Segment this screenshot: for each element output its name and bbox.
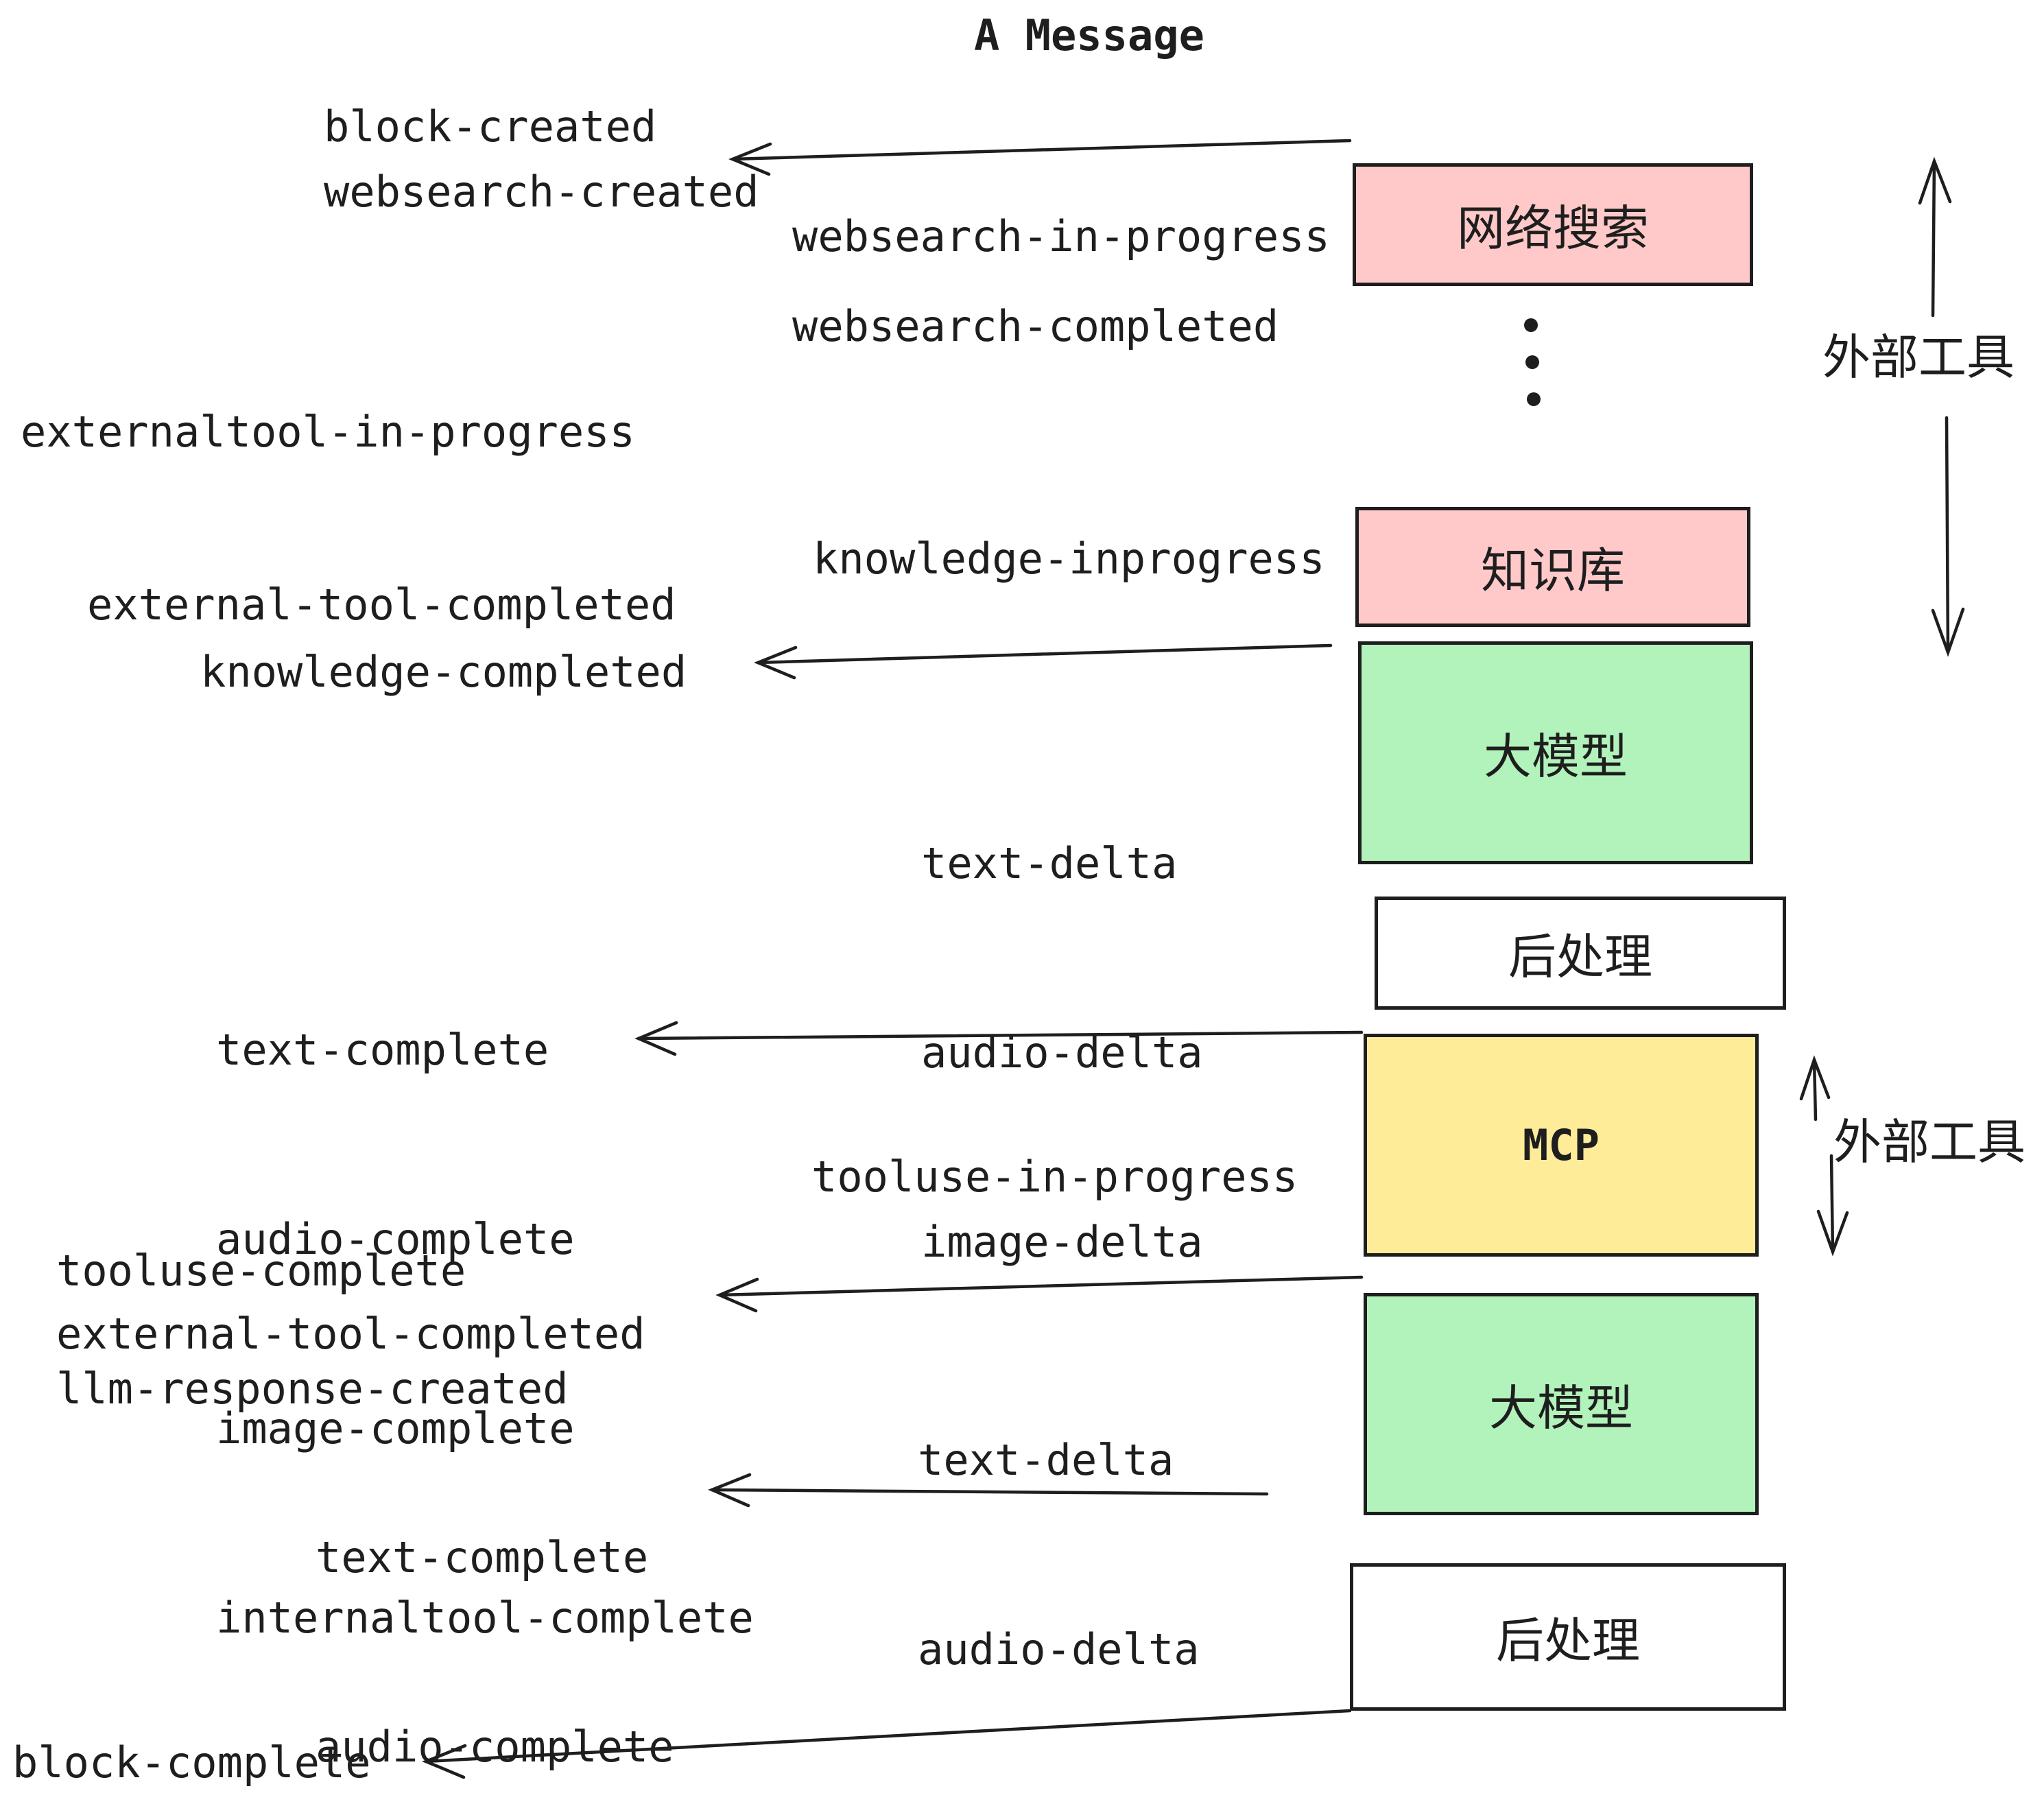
event-internaltool-complete: internaltool-complete — [216, 1593, 754, 1643]
event-externaltool-in-progress: externaltool-in-progress — [21, 407, 635, 457]
box-knowledge-base: 知识库 — [1355, 507, 1750, 627]
event-text-delta: text-delta — [918, 1435, 1174, 1485]
event-group-complete-2: text-complete audio-complete image-compl… — [316, 1400, 853, 1804]
event-websearch-completed: websearch-completed — [792, 301, 1279, 351]
event-websearch-created: websearch-created — [324, 167, 759, 217]
box-label: 后处理 — [1496, 1613, 1640, 1669]
event-audio-delta: audio-delta — [918, 1624, 1200, 1674]
event-group-delta-1: text-delta audio-delta image-delta — [921, 706, 1203, 1400]
double-arrow-external-tools-1 — [1918, 156, 1965, 657]
label-external-tools-2: 外部工具 — [1833, 1114, 2025, 1170]
event-audio-delta: audio-delta — [921, 1028, 1203, 1078]
box-label: 网络搜索 — [1457, 200, 1649, 257]
box-web-search: 网络搜索 — [1353, 163, 1753, 286]
event-llm-response-created: llm-response-created — [56, 1364, 569, 1414]
box-post-process-2: 后处理 — [1350, 1563, 1786, 1711]
box-post-process-1: 后处理 — [1375, 897, 1786, 1010]
event-group-delta-2: text-delta audio-delta image-delta — [918, 1303, 1200, 1804]
arrow-to-audio-complete — [708, 1473, 1269, 1508]
arrow-to-block-created — [728, 139, 1352, 176]
arrow-to-image-complete — [634, 1021, 1364, 1056]
ellipsis-dots — [1524, 318, 1541, 406]
event-group-complete-1: text-complete audio-complete image-compl… — [216, 892, 754, 1776]
arrow-to-tooluse-complete — [715, 1275, 1364, 1313]
event-image-delta: image-delta — [921, 1217, 1203, 1267]
event-websearch-in-progress: websearch-in-progress — [792, 211, 1330, 261]
arrow-to-block-complete — [422, 1709, 1352, 1779]
event-audio-complete: audio-complete — [316, 1722, 674, 1772]
event-block-created: block-created — [324, 102, 657, 152]
event-external-tool-completed-2: external-tool-completed — [56, 1309, 645, 1359]
box-llm-2: 大模型 — [1364, 1293, 1759, 1515]
arrow-to-knowledge-completed — [754, 643, 1333, 680]
box-label: 大模型 — [1489, 1379, 1633, 1436]
box-label: 后处理 — [1508, 929, 1652, 985]
box-label: 大模型 — [1484, 728, 1628, 785]
label-external-tools-1: 外部工具 — [1822, 329, 2015, 385]
event-audio-complete: audio-complete — [216, 1214, 575, 1264]
box-llm-1: 大模型 — [1358, 641, 1753, 864]
event-text-complete: text-complete — [216, 1025, 549, 1075]
event-text-delta: text-delta — [921, 838, 1178, 888]
event-block-complete: block-complete — [12, 1737, 371, 1788]
event-image-complete: image-complete — [216, 1403, 575, 1453]
page-title: A Message — [974, 10, 1204, 60]
box-label: MCP — [1523, 1120, 1600, 1170]
event-tooluse-in-progress: tooluse-in-progress — [811, 1152, 1298, 1202]
event-tooluse-complete: tooluse-complete — [56, 1246, 466, 1296]
event-text-complete: text-complete — [316, 1532, 649, 1582]
event-external-tool-completed: external-tool-completed — [87, 580, 676, 630]
box-label: 知识库 — [1481, 543, 1625, 599]
box-mcp: MCP — [1364, 1034, 1759, 1257]
event-knowledge-inprogress: knowledge-inprogress — [813, 534, 1325, 584]
double-arrow-external-tools-2 — [1799, 1055, 1849, 1257]
event-knowledge-completed: knowledge-completed — [200, 647, 687, 697]
